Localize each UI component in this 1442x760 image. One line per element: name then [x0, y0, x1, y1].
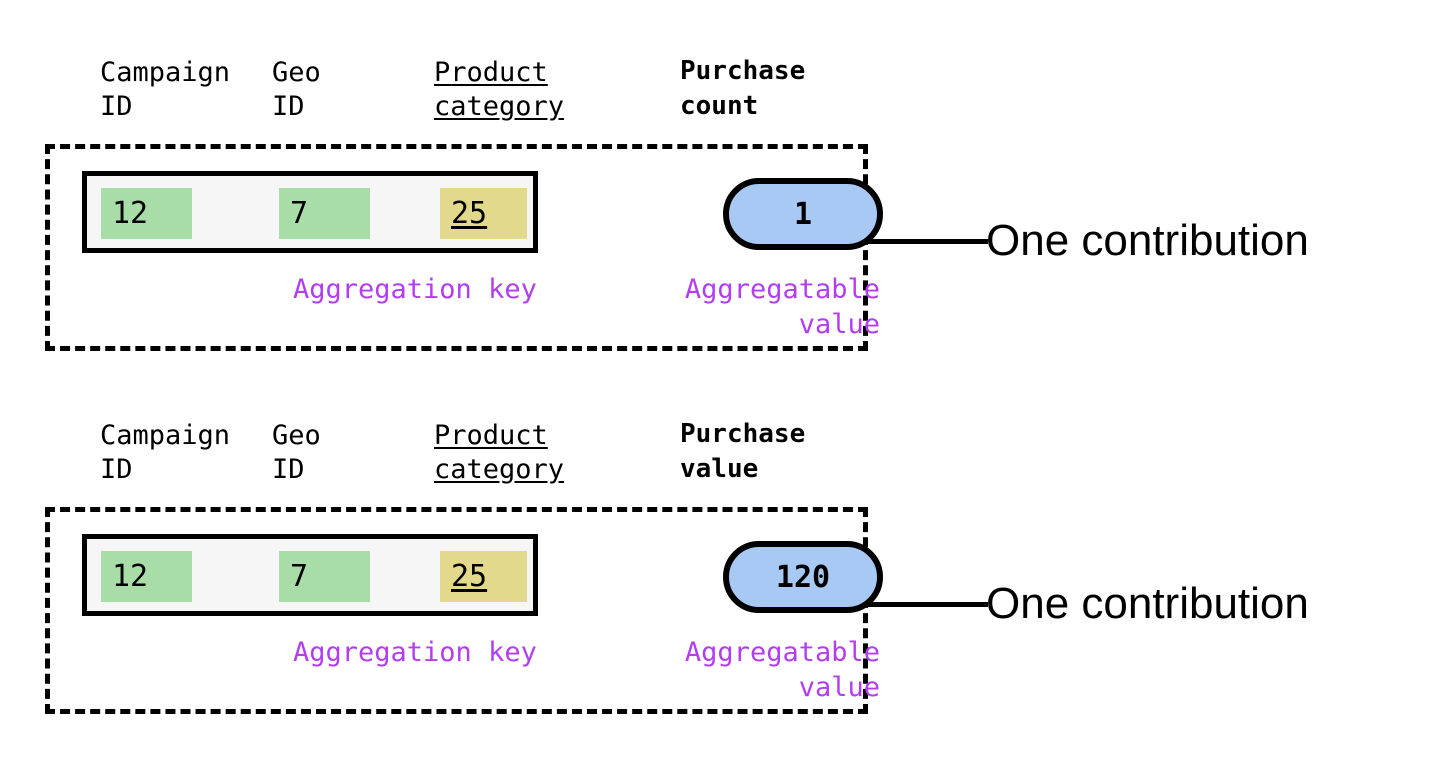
header-geo-id: Geo ID: [272, 57, 321, 122]
header-product-category: Product category: [434, 57, 565, 122]
caption-aggregation-key-2: Aggregation key: [293, 637, 537, 668]
header-campaign-id: Campaign ID: [100, 57, 231, 122]
contribution-boundary-1: 12 7 25 1 Aggregation key Aggregatable v…: [45, 144, 883, 351]
key-cell-product-category: 25: [440, 188, 527, 239]
aggregatable-value-text: 120: [775, 559, 831, 595]
key-cell-value: 12: [112, 559, 149, 594]
caption-aggregatable-value-2: Aggregatable value: [684, 637, 880, 703]
header-product-category: Product category: [434, 420, 565, 485]
header-purchase-count: Purchase count: [680, 56, 806, 121]
key-cell-campaign-id: 12: [101, 188, 192, 239]
header-campaign-id: Campaign ID: [100, 420, 231, 485]
column-headers-1: Campaign ID Geo ID Product category Purc…: [0, 56, 920, 136]
key-cell-campaign-id: 12: [101, 551, 192, 602]
aggregation-key-box-1: 12 7 25: [82, 171, 538, 253]
contribution-boundary-2: 12 7 25 120 Aggregation key Aggregatable…: [45, 507, 883, 714]
header-geo-id: Geo ID: [272, 420, 321, 485]
key-cell-product-category: 25: [440, 551, 527, 602]
caption-aggregatable-value-1: Aggregatable value: [684, 274, 880, 340]
aggregatable-value-text: 1: [793, 196, 813, 232]
key-cell-value: 12: [112, 196, 149, 231]
column-headers-2: Campaign ID Geo ID Product category Purc…: [0, 419, 920, 499]
key-cell-value: 7: [290, 559, 309, 594]
annotation-connector-line-1: [866, 239, 988, 244]
caption-aggregation-key-1: Aggregation key: [293, 274, 537, 305]
key-cell-value: 25: [451, 196, 488, 231]
aggregation-key-box-2: 12 7 25: [82, 534, 538, 616]
aggregatable-value-oval-1: 1: [723, 178, 883, 250]
aggregatable-value-oval-2: 120: [723, 541, 883, 613]
header-purchase-value: Purchase value: [680, 419, 806, 484]
key-cell-value: 7: [290, 196, 309, 231]
annotation-connector-line-2: [866, 602, 988, 607]
key-cell-geo-id: 7: [279, 188, 370, 239]
annotation-one-contribution-2: One contribution: [986, 579, 1309, 628]
key-cell-value: 25: [451, 559, 488, 594]
key-cell-geo-id: 7: [279, 551, 370, 602]
annotation-one-contribution-1: One contribution: [986, 216, 1309, 265]
